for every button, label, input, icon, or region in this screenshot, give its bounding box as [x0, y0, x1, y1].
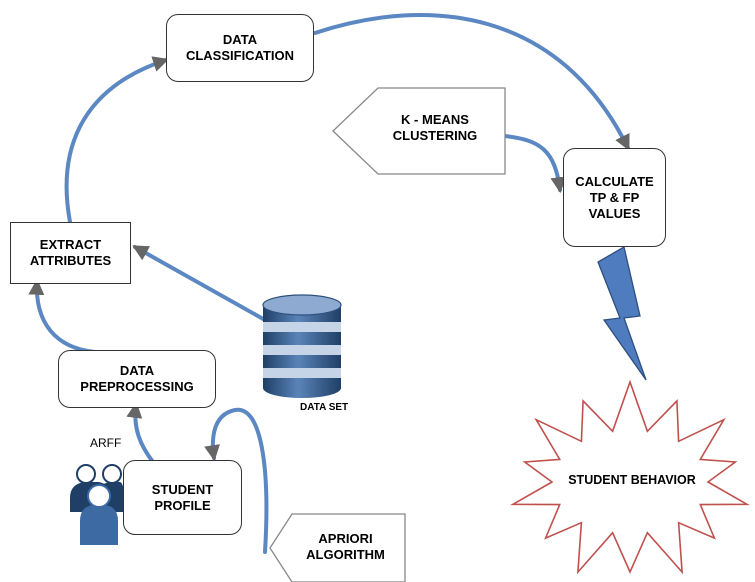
database-cylinder-icon — [262, 294, 342, 398]
extract-line-2: ATTRIBUTES — [29, 253, 112, 268]
preprocessing-line-1: DATA — [119, 363, 155, 378]
connector-preprocessing-to-extract — [28, 278, 97, 354]
apriori-line-1: APRIORI — [318, 531, 373, 546]
student-profile-line-1: STUDENT — [151, 481, 214, 497]
kmeans-line-1: K - MEANS — [401, 112, 469, 127]
kmeans-label: K - MEANS CLUSTERING — [365, 98, 505, 158]
connector-apriori-to-profile — [204, 407, 269, 554]
connector-extract-to-classification — [64, 56, 170, 224]
student-profile-node: STUDENT PROFILE — [123, 460, 242, 535]
lightning-bolt-icon — [597, 245, 647, 381]
calculate-line-3: VALUES — [588, 205, 641, 221]
connector-kmeans-to-calculate — [503, 134, 567, 194]
kmeans-line-2: CLUSTERING — [392, 128, 478, 143]
connector-dataset-to-extract — [132, 245, 267, 322]
student-behavior-label: STUDENT BEHAVIOR — [568, 473, 696, 487]
connector-profile-to-preprocessing — [126, 401, 155, 464]
calculate-line-2: TP & FP — [589, 189, 640, 205]
calculate-node: CALCULATE TP & FP VALUES — [563, 148, 666, 247]
kmeans-shape — [332, 87, 506, 175]
student-profile-line-2: PROFILE — [154, 497, 211, 513]
data-classification-line-2: CLASSIFICATION — [185, 48, 295, 63]
student-behavior-burst — [510, 379, 750, 575]
users-group-icon — [70, 464, 124, 545]
data-classification-node: DATA CLASSIFICATION — [166, 14, 314, 82]
apriori-label: APRIORI ALGORITHM — [288, 522, 403, 572]
preprocessing-line-2: PREPROCESSING — [80, 379, 194, 394]
extract-attributes-node: EXTRACT ATTRIBUTES — [10, 222, 131, 284]
data-set-label: DATA SET — [300, 402, 349, 413]
apriori-line-2: ALGORITHM — [306, 547, 385, 562]
extract-line-1: EXTRACT — [39, 237, 102, 252]
arff-label: ARFF — [90, 436, 122, 450]
apriori-shape — [269, 513, 406, 582]
data-classification-line-1: DATA — [222, 32, 258, 47]
connector-classification-to-calculate — [313, 13, 630, 151]
calculate-line-1: CALCULATE — [575, 173, 654, 189]
data-preprocessing-node: DATA PREPROCESSING — [58, 350, 216, 408]
